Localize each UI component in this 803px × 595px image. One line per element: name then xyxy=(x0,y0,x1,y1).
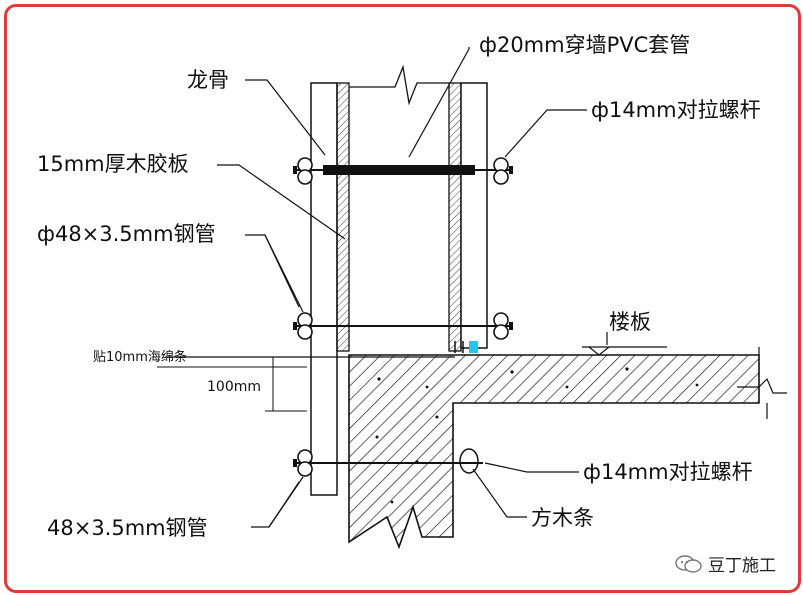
plywood-left xyxy=(336,82,350,352)
label-sponge-strip: 贴10mm海绵条 xyxy=(93,349,187,365)
leader-lines xyxy=(165,47,608,528)
slab-level-marker xyxy=(582,346,667,356)
label-plywood: 15mm厚木胶板 xyxy=(37,152,189,176)
label-floor-slab: 楼板 xyxy=(609,310,651,334)
sponge-strip-marker xyxy=(469,341,478,353)
slab-break-right xyxy=(737,347,787,419)
diagram-frame: 龙骨 ф20mm穿墙PVC套管 ф14mm对拉螺杆 15mm厚木胶板 ф48×3… xyxy=(4,4,801,593)
formwork-diagram: 龙骨 ф20mm穿墙PVC套管 ф14mm对拉螺杆 15mm厚木胶板 ф48×3… xyxy=(37,33,787,550)
label-tie-rod-top: ф14mm对拉螺杆 xyxy=(591,98,761,122)
keel-left xyxy=(310,82,338,496)
label-steel-pipe-top: ф48×3.5mm钢管 xyxy=(37,222,216,246)
label-keel: 龙骨 xyxy=(187,68,229,92)
watermark-text: 豆丁施工 xyxy=(708,556,776,576)
label-timber-strip: 方木条 xyxy=(531,506,594,530)
label-pvc-sleeve: ф20mm穿墙PVC套管 xyxy=(479,33,690,57)
rod-nuts xyxy=(293,166,513,467)
watermark: 豆丁施工 xyxy=(674,551,776,576)
keel-right xyxy=(460,82,488,349)
break-line-top xyxy=(349,64,449,106)
label-tie-rod-bottom: ф14mm对拉螺杆 xyxy=(583,460,753,484)
wechat-icon xyxy=(675,554,702,573)
label-dim-100mm: 100mm xyxy=(207,379,261,395)
label-steel-pipe-bottom: 48×3.5mm钢管 xyxy=(47,516,208,540)
steel-pipes xyxy=(297,157,509,477)
timber-strip xyxy=(459,448,479,474)
plywood-right xyxy=(448,82,462,352)
